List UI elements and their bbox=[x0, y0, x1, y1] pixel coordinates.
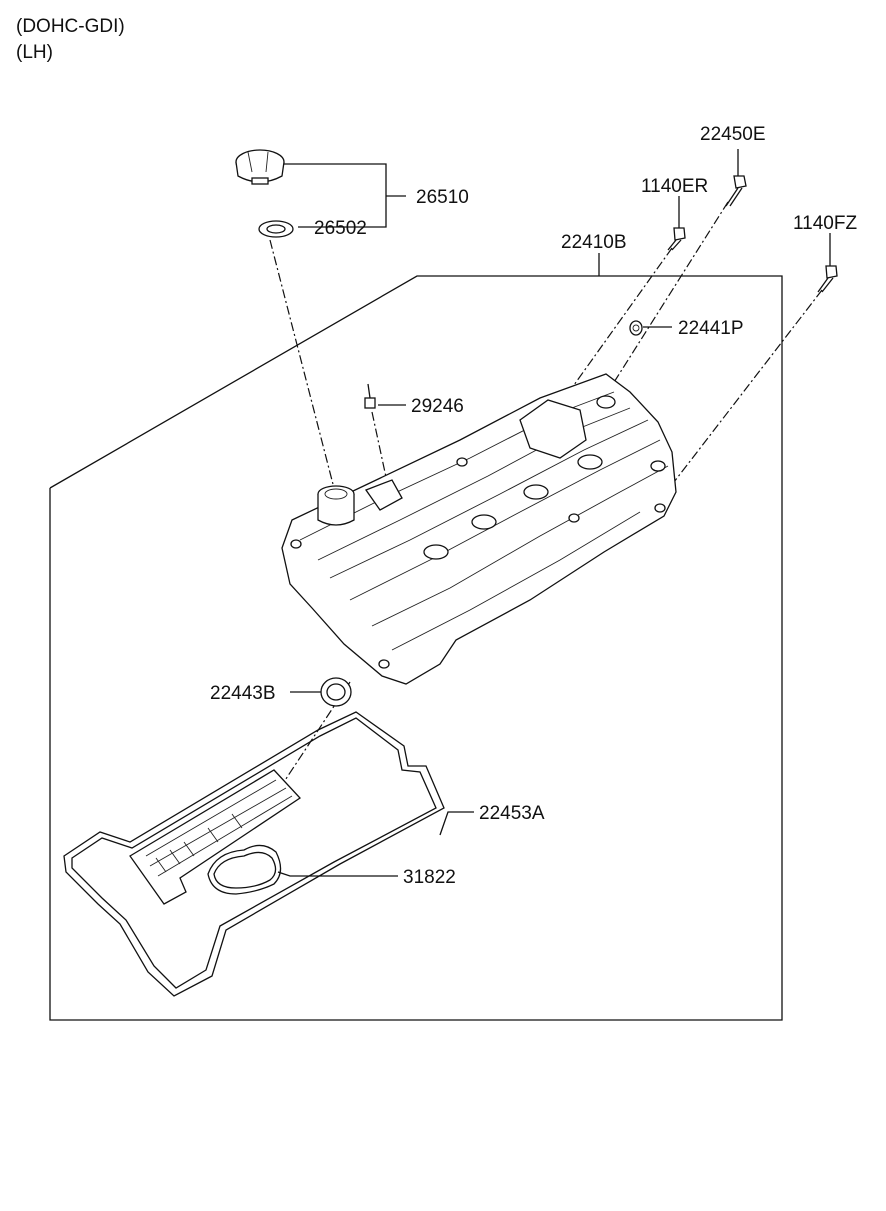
label-22453a: 22453A bbox=[479, 803, 545, 824]
bolt-1140fz bbox=[817, 265, 838, 293]
cover-gasket-22453a bbox=[63, 711, 445, 997]
label-1140fz: 1140FZ bbox=[793, 213, 857, 234]
label-31822: 31822 bbox=[403, 867, 456, 888]
label-22450e: 22450E bbox=[700, 124, 766, 145]
plug-seal-22443b bbox=[320, 677, 352, 707]
assembly-boundary bbox=[49, 275, 783, 1021]
cap-gasket bbox=[258, 220, 294, 238]
engine-type-label: (DOHC-GDI) bbox=[16, 16, 125, 37]
separator-plate bbox=[129, 769, 301, 905]
cylinder-head-cover bbox=[281, 373, 677, 685]
label-1140er: 1140ER bbox=[641, 176, 708, 197]
label-29246: 29246 bbox=[411, 396, 464, 417]
label-22441p: 22441P bbox=[678, 318, 744, 339]
pcv-pin-29246 bbox=[364, 383, 376, 409]
label-26502: 26502 bbox=[314, 218, 367, 239]
bolt-22450e bbox=[725, 175, 747, 207]
engine-side-label: (LH) bbox=[16, 42, 53, 63]
leader-lines bbox=[277, 149, 831, 877]
label-22443b: 22443B bbox=[210, 683, 276, 704]
gasket-31822 bbox=[207, 844, 282, 895]
grommet-22441p bbox=[629, 320, 643, 336]
label-26510: 26510 bbox=[416, 187, 469, 208]
label-22410b: 22410B bbox=[561, 232, 627, 253]
oil-filler-cap bbox=[235, 149, 285, 185]
bolt-1140er bbox=[667, 227, 686, 251]
